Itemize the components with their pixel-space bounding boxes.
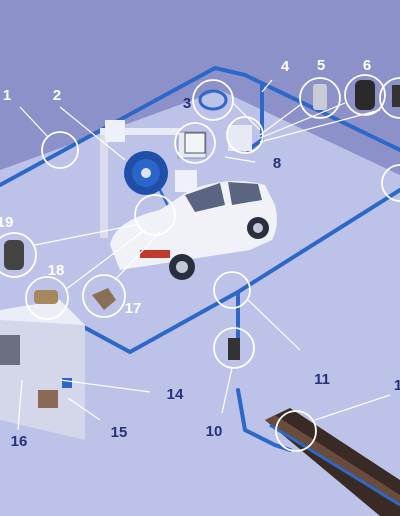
down-pipe-10 (236, 388, 292, 452)
callout-label-11: 11 (314, 371, 330, 388)
hose-reel (124, 151, 168, 195)
component-icons (4, 80, 400, 360)
callout-label-3: 3 (183, 95, 191, 112)
callout-label-8: 8 (273, 155, 281, 172)
callout-label-5: 5 (317, 57, 325, 74)
leader-lines (17, 79, 391, 431)
gantry (100, 120, 197, 238)
callout-label-6: 6 (363, 57, 371, 74)
callout-label-14: 14 (167, 386, 184, 403)
callout-label-17: 17 (125, 300, 142, 317)
callout-labels: 1 2 3 4 5 6 8 10 11 14 15 16 17 18 19 1 (0, 57, 400, 450)
callout-label-19: 19 (0, 214, 13, 231)
trench (265, 408, 400, 516)
car (110, 181, 277, 280)
callout-label-16: 16 (11, 433, 28, 450)
compressor-room (0, 300, 85, 440)
callout-label-4: 4 (281, 58, 290, 75)
callout-label-2: 2 (53, 87, 61, 104)
callout-label-15: 15 (111, 424, 128, 441)
callout-label-1: 1 (3, 87, 11, 104)
callout-label-10: 10 (206, 423, 223, 440)
upper-left-pipe (0, 65, 247, 187)
callout-circles (0, 74, 400, 452)
floor-loop-pipe (78, 188, 400, 355)
callout-label-partial-right: 1 (394, 377, 400, 394)
callout-label-18: 18 (48, 262, 65, 279)
